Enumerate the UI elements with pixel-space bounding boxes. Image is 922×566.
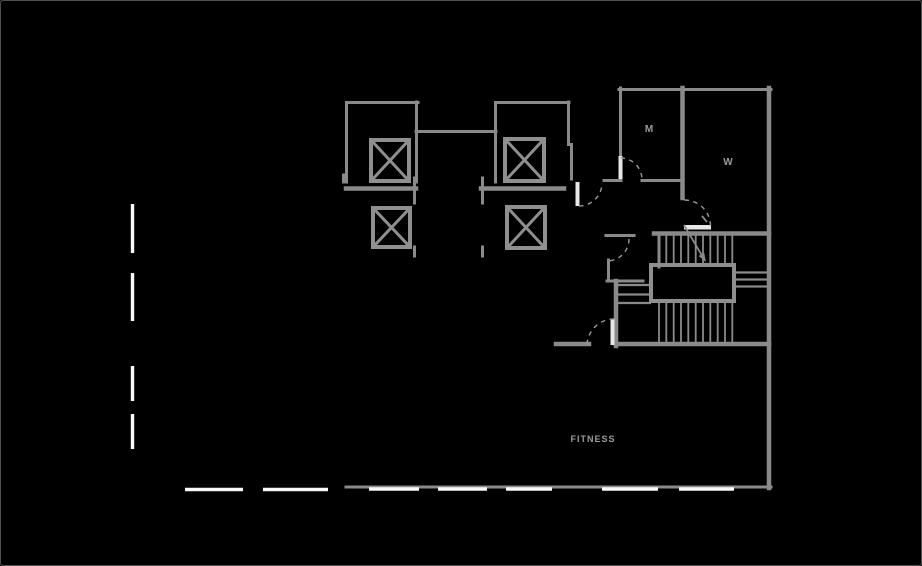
corridor-door: [575, 182, 603, 207]
door-swing-arc: [578, 182, 603, 207]
door-swing-arc: [586, 318, 615, 346]
fitness-area-label: FITNESS: [570, 434, 615, 444]
elevator-shaft: [504, 204, 548, 251]
door-leaf: [610, 319, 615, 345]
stair-treads-lower: [658, 301, 734, 342]
elevator-shaft: [368, 137, 412, 184]
door-swing-arc: [684, 199, 712, 227]
door-swing-arc: [620, 157, 643, 180]
door-leaf: [618, 156, 623, 179]
arrow-head: [698, 252, 706, 262]
stair-treads-upper: [657, 231, 734, 269]
stair-east-rails: [734, 271, 769, 288]
shaft-x-mark: [370, 205, 413, 250]
elevator-shaft: [370, 205, 413, 250]
stair-lobby: [604, 234, 651, 349]
restroom-block: M W: [602, 85, 773, 491]
shaft-x-mark: [504, 204, 548, 251]
shaft-x-mark: [368, 137, 412, 184]
womens-room-label: W: [723, 157, 733, 168]
door-swing-arc: [606, 238, 630, 262]
fitness-door: [553, 318, 615, 347]
mens-room-door: [618, 156, 643, 180]
stairwell: [613, 215, 772, 347]
arrow-tail-tick: [701, 215, 708, 223]
elevator-bank-right: [478, 100, 573, 258]
womens-room-door: [684, 199, 712, 230]
door-leaf: [684, 225, 711, 230]
wall: [345, 101, 420, 184]
elevator-bank-left: [342, 100, 498, 258]
arrow-shaft: [683, 224, 705, 260]
south-dashed-centerline: [185, 487, 734, 492]
stair-direction-arrow: [683, 215, 708, 262]
wall: [494, 101, 571, 184]
mens-room-label: M: [645, 124, 653, 135]
stair-landing: [649, 263, 736, 303]
wall: [567, 100, 573, 181]
shaft-x-mark: [502, 136, 547, 184]
door-leaf: [575, 182, 580, 206]
elevator-shaft: [502, 136, 547, 184]
